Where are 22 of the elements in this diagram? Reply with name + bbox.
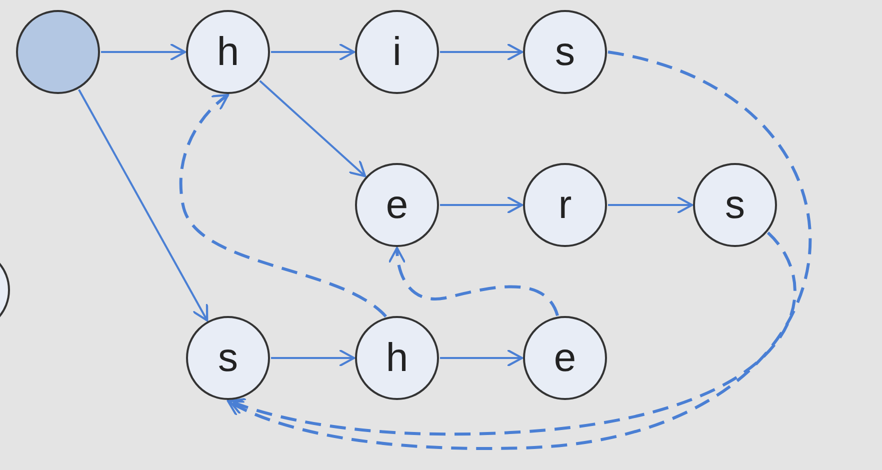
state-circle: h [186,10,270,94]
arrow [440,348,524,368]
state-circle: s [523,10,607,94]
state-circle: i [355,10,439,94]
state-circle: e [355,163,439,247]
state-circle: e [523,316,607,400]
arrow [101,42,186,62]
dashed-arrow [226,50,810,450]
arrow [608,196,694,214]
state-circle: r [523,163,607,247]
state-circle: h [355,316,439,400]
arrow [259,80,366,178]
arrow [440,42,524,62]
state-circle: s [186,316,270,400]
arrow [78,89,208,322]
state-circle: s [693,163,777,247]
dashed-arrow [179,94,387,318]
dashed-arrow [228,232,796,436]
arrow [440,196,524,214]
dashed-arrow [388,246,559,316]
arrow [271,42,356,62]
arrow [271,348,356,368]
